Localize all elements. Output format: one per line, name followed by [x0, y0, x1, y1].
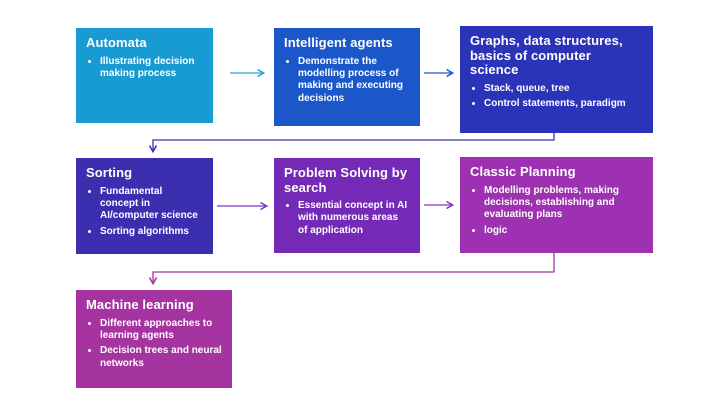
node-bullets: Stack, queue, treeControl statements, pa…: [470, 83, 643, 111]
node-title: Sorting: [86, 165, 133, 180]
node-classic-planning[interactable]: Classic Planning Modelling problems, mak…: [460, 157, 653, 253]
bullet-item: Decision trees and neural networks: [100, 345, 222, 370]
node-sorting[interactable]: Sorting Fundamental concept in AI/comput…: [76, 158, 213, 254]
bullet-item: Sorting algorithms: [100, 226, 203, 238]
bullet-item: Control statements, paradigm: [484, 98, 643, 110]
bullet-item: Essential concept in AI with numerous ar…: [298, 200, 410, 237]
bullet-item: Stack, queue, tree: [484, 83, 643, 95]
node-bullets: Fundamental concept in AI/computer scien…: [86, 186, 203, 239]
arrow-graphs-to-sorting: [148, 133, 555, 154]
bullet-item: Different approaches to learning agents: [100, 318, 222, 343]
bullet-item: Fundamental concept in AI/computer scien…: [100, 186, 203, 223]
node-machine-learning[interactable]: Machine learning Different approaches to…: [76, 290, 232, 388]
node-bullets: Demonstrate the modelling process of mak…: [284, 56, 410, 106]
node-intelligent-agents[interactable]: Intelligent agents Demonstrate the model…: [274, 28, 420, 126]
node-bullets: Essential concept in AI with numerous ar…: [284, 200, 410, 237]
node-title: Intelligent agents: [284, 35, 393, 50]
node-title: Automata: [86, 35, 147, 50]
arrow-classic-planning-to-machine-learning: [148, 253, 555, 286]
node-bullets: Illustrating decision making process: [86, 56, 203, 81]
node-automata[interactable]: Automata Illustrating decision making pr…: [76, 28, 213, 123]
node-bullets: Different approaches to learning agentsD…: [86, 318, 222, 371]
node-title: Classic Planning: [470, 164, 576, 179]
bullet-item: Demonstrate the modelling process of mak…: [298, 56, 410, 106]
node-graphs-data-structures[interactable]: Graphs, data structures, basics of compu…: [460, 26, 653, 133]
node-problem-solving-by-search[interactable]: Problem Solving by search Essential conc…: [274, 158, 420, 253]
node-title: Problem Solving by search: [284, 165, 408, 195]
bullet-item: logic: [484, 225, 643, 237]
node-bullets: Modelling problems, making decisions, es…: [470, 185, 643, 238]
bullet-item: Illustrating decision making process: [100, 56, 203, 81]
node-title: Graphs, data structures, basics of compu…: [470, 33, 623, 78]
bullet-item: Modelling problems, making decisions, es…: [484, 185, 643, 222]
node-title: Machine learning: [86, 297, 194, 312]
